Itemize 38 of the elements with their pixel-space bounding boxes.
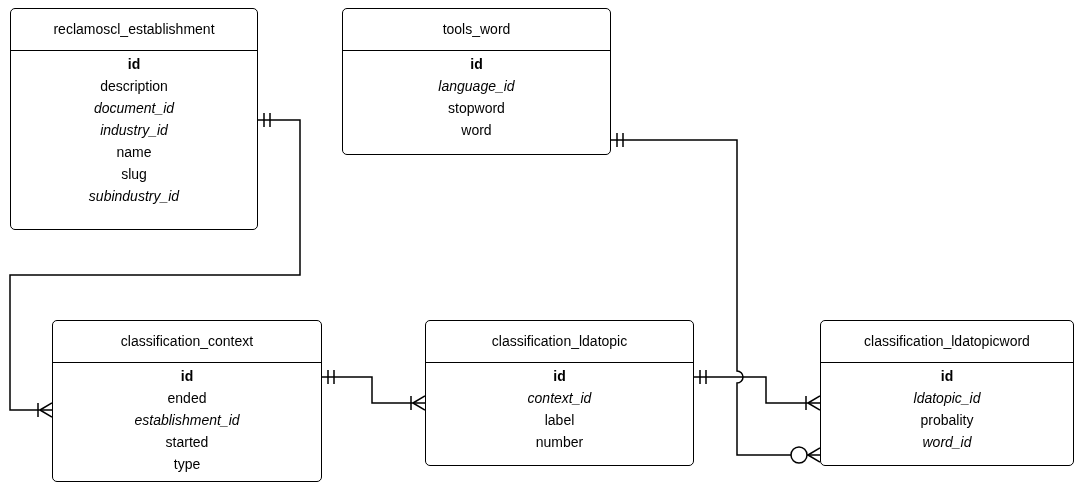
- table-name: classification_ldatopic: [491, 332, 628, 351]
- table-name: classification_context: [120, 332, 254, 351]
- field-name: started: [165, 432, 209, 452]
- field-name: word_id: [922, 432, 972, 452]
- field-name: id: [470, 54, 483, 74]
- field-name: id: [127, 54, 141, 74]
- field-name: id: [553, 366, 566, 386]
- field-name: industry_id: [100, 120, 168, 140]
- entity-table: [342, 8, 611, 155]
- field-name: label: [544, 410, 575, 430]
- relationship-line: [693, 370, 821, 411]
- field-name: id: [940, 366, 954, 386]
- field-name: document_id: [93, 98, 175, 118]
- field-name: ldatopic_id: [913, 388, 981, 408]
- relationship-line: [321, 370, 426, 411]
- field-name: stopword: [448, 98, 505, 118]
- table-name: classification_ldatopicword: [864, 332, 1030, 351]
- table-name: tools_word: [442, 20, 511, 39]
- field-name: subindustry_id: [88, 186, 180, 206]
- table-name: reclamoscl_establishment: [53, 20, 215, 39]
- field-name: probality: [920, 410, 974, 430]
- field-name: word: [461, 120, 492, 140]
- field-name: number: [535, 432, 584, 452]
- relationship-line: [9, 113, 301, 418]
- field-name: id: [180, 366, 194, 386]
- field-name: context_id: [527, 388, 592, 408]
- field-name: language_id: [438, 76, 515, 96]
- entity-table: [52, 320, 322, 482]
- field-name: establishment_id: [134, 410, 240, 430]
- entity-table: [10, 8, 258, 230]
- relationship-line: [610, 133, 821, 464]
- field-name: type: [173, 454, 201, 474]
- field-name: description: [100, 76, 168, 96]
- entity-table: [820, 320, 1074, 466]
- field-name: ended: [167, 388, 207, 408]
- entity-table: [425, 320, 694, 466]
- field-name: name: [116, 142, 152, 162]
- field-name: slug: [121, 164, 147, 184]
